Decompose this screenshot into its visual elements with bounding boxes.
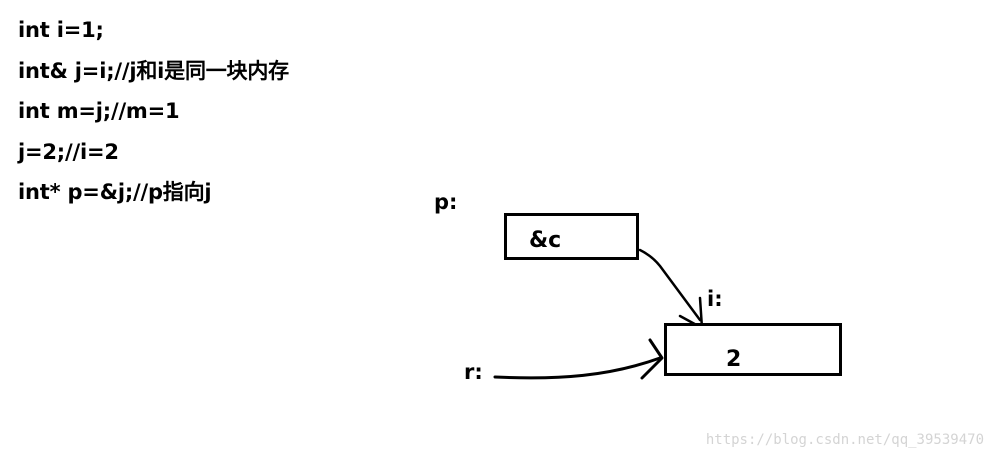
i-box-value: 2	[726, 347, 742, 372]
p-box: &c	[504, 213, 639, 260]
code-line: int& j=i;//j和i是同一块内存	[18, 58, 289, 83]
p-label: p:	[434, 190, 458, 214]
code-listing: int i=1; int& j=i;//j和i是同一块内存 int m=j;//…	[18, 10, 289, 213]
p-to-i-arrow-line	[638, 248, 702, 322]
r-label: r:	[464, 360, 483, 384]
code-line: int i=1;	[18, 18, 104, 42]
code-line: j=2;//i=2	[18, 139, 119, 164]
watermark: https://blog.csdn.net/qq_39539470	[705, 432, 984, 448]
i-box: 2	[664, 323, 842, 376]
code-line: int* p=&j;//p指向j	[18, 180, 212, 204]
i-label: i:	[707, 287, 723, 311]
r-to-i-arrowhead	[640, 338, 664, 380]
p-box-value: &c	[529, 228, 562, 253]
r-to-i-arrow-line	[493, 356, 662, 380]
code-line: int m=j;//m=1	[18, 99, 180, 123]
